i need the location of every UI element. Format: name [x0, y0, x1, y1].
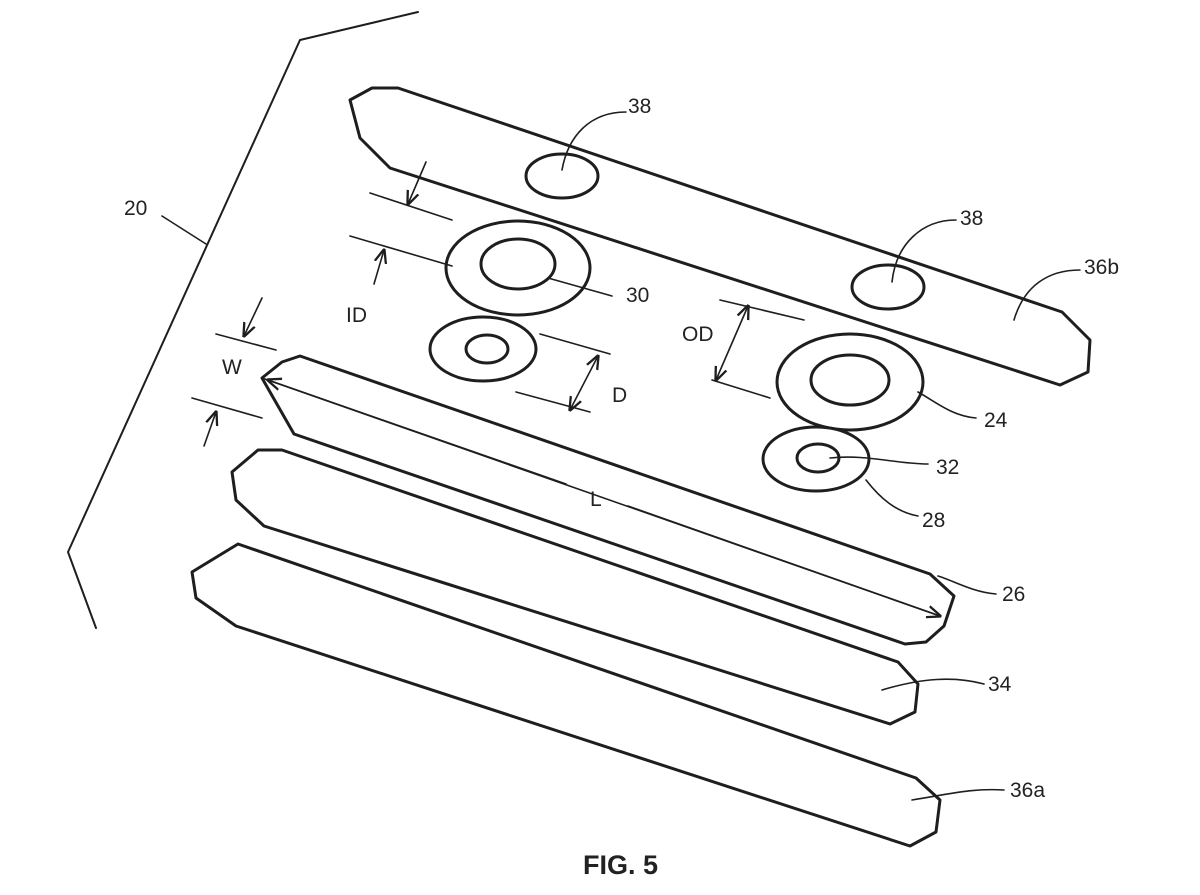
dim-w-arrow-upper: [244, 297, 263, 336]
dim-w-ext-lower: [191, 397, 263, 419]
leader-20: [161, 215, 207, 245]
label-36b: 36b: [1084, 256, 1119, 279]
dim-d-ext-lower: [515, 391, 591, 413]
label-24: 24: [984, 409, 1008, 432]
leader-36a: [911, 788, 1005, 801]
washer-24-inner: [809, 353, 891, 407]
leader-38-top: [561, 111, 627, 171]
plate-34: [230, 448, 920, 726]
dim-w-ext-upper: [215, 333, 277, 351]
hole-38-right: [850, 263, 926, 311]
hole-38-top: [524, 152, 600, 200]
dim-od-arrow: [716, 306, 748, 380]
label-28: 28: [922, 509, 945, 532]
label-32: 32: [936, 456, 959, 479]
figure-caption: FIG. 5: [583, 850, 658, 880]
leader-36b: [1013, 269, 1081, 321]
label-38-top: 38: [628, 95, 651, 118]
label-20: 20: [124, 197, 147, 220]
label-dim-od: OD: [682, 323, 714, 346]
plate-36a: [190, 542, 942, 848]
dim-l-line-left: [268, 380, 567, 485]
label-dim-l: L: [590, 488, 602, 511]
dim-id-ext-inner: [547, 277, 613, 297]
dim-od-ext-upper: [719, 299, 805, 321]
leader-34: [881, 678, 985, 691]
dim-id-ext-lower: [349, 235, 453, 267]
label-26: 26: [1002, 583, 1025, 606]
dim-l-line-right: [627, 505, 940, 616]
label-dim-w: W: [222, 356, 242, 379]
label-dim-d: D: [612, 384, 627, 407]
assembly-frame-outline: [67, 11, 419, 629]
leader-38-right: [891, 219, 957, 283]
dim-d-ext-upper: [539, 333, 611, 355]
leader-26: [937, 575, 997, 595]
dim-id-arrow-upper: [408, 161, 427, 204]
dim-id-arrow-lower: [373, 250, 384, 285]
washer-30-inner: [479, 237, 557, 291]
dim-d-arrow: [570, 356, 598, 410]
label-dim-id: ID: [346, 304, 367, 327]
label-30: 30: [626, 284, 649, 307]
label-34: 34: [988, 673, 1012, 696]
leader-28: [865, 479, 919, 517]
dim-w-arrow-lower: [203, 412, 216, 447]
leader-24: [917, 391, 977, 419]
small-washer-inner: [464, 333, 510, 365]
dim-od-ext-lower: [711, 379, 771, 399]
leader-32: [829, 456, 929, 465]
label-36a: 36a: [1010, 779, 1045, 802]
label-38-right: 38: [960, 207, 983, 230]
